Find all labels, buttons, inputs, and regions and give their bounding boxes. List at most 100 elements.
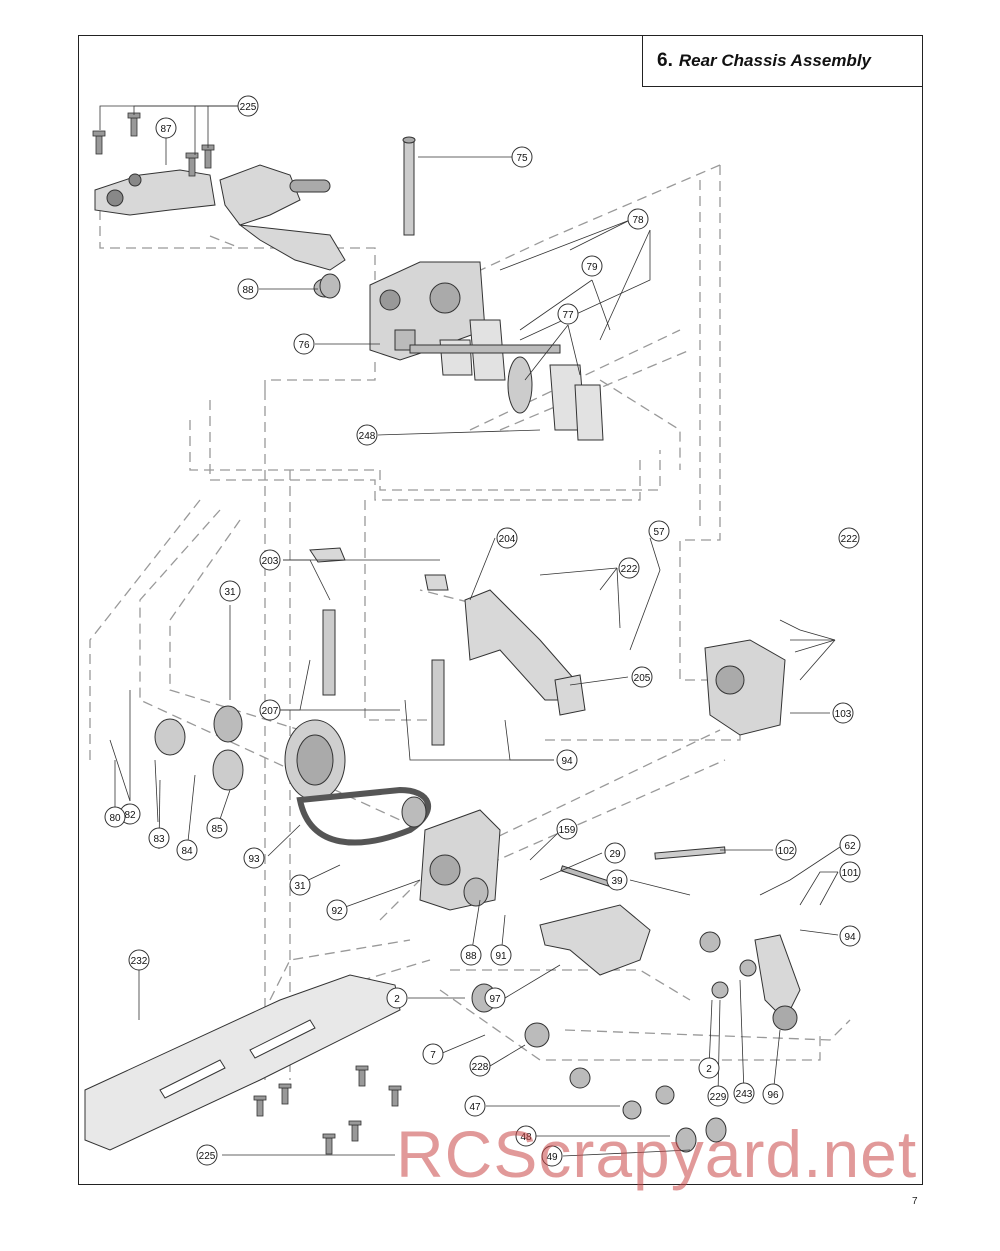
svg-text:97: 97 <box>489 994 501 1005</box>
callout: 87 <box>155 117 177 139</box>
callout: 48 <box>515 1125 537 1147</box>
callout: 47 <box>464 1095 486 1117</box>
svg-text:243: 243 <box>736 1089 753 1100</box>
svg-text:79: 79 <box>586 262 598 273</box>
chassis-plate-232 <box>84 974 401 1151</box>
svg-text:31: 31 <box>224 587 236 598</box>
upper-bulkhead <box>369 261 486 361</box>
callout: 203 <box>259 549 281 571</box>
spacer-plates <box>409 319 604 441</box>
svg-text:92: 92 <box>331 906 343 917</box>
svg-text:232: 232 <box>131 956 148 967</box>
bearing-88-top <box>319 273 341 299</box>
callout: 57 <box>648 520 670 542</box>
svg-text:229: 229 <box>710 1092 727 1103</box>
callout: 76 <box>293 333 315 355</box>
svg-text:87: 87 <box>160 124 172 135</box>
rear-arm-and-hub <box>539 846 801 1031</box>
svg-text:159: 159 <box>559 825 576 836</box>
svg-text:222: 222 <box>621 564 638 575</box>
rear-brace-group <box>309 547 586 746</box>
callout: 49 <box>541 1145 563 1167</box>
upper-arm-group <box>94 164 346 298</box>
svg-text:75: 75 <box>516 153 528 164</box>
screws-225-bottom <box>253 1065 402 1155</box>
callout: 85 <box>206 817 228 839</box>
callout: 96 <box>762 1083 784 1105</box>
callout: 91 <box>490 944 512 966</box>
svg-text:80: 80 <box>109 813 121 824</box>
callout: 222 <box>618 557 640 579</box>
leader-lines <box>99 105 841 1157</box>
svg-text:2: 2 <box>394 994 400 1005</box>
callout: 78 <box>627 208 649 230</box>
callout: 222 <box>838 527 860 549</box>
callout: 79 <box>581 255 603 277</box>
svg-text:83: 83 <box>153 834 165 845</box>
page-number: 7 <box>912 1196 918 1207</box>
svg-text:207: 207 <box>262 706 279 717</box>
svg-text:39: 39 <box>611 876 623 887</box>
callout: 7 <box>422 1043 444 1065</box>
section-title: Rear Chassis Assembly <box>678 50 871 70</box>
svg-text:31: 31 <box>294 881 306 892</box>
svg-text:102: 102 <box>778 846 795 857</box>
callout: 207 <box>259 699 281 721</box>
callout: 62 <box>839 834 861 856</box>
callout: 101 <box>839 861 861 883</box>
svg-text:222: 222 <box>841 534 858 545</box>
svg-text:85: 85 <box>211 824 223 835</box>
callout: 83 <box>148 827 170 849</box>
svg-text:77: 77 <box>562 310 574 321</box>
svg-text:62: 62 <box>844 841 856 852</box>
callout: 75 <box>511 146 533 168</box>
lower-bulkhead-92 <box>419 809 501 911</box>
svg-text:225: 225 <box>199 1151 216 1162</box>
callout: 93 <box>243 847 265 869</box>
svg-text:48: 48 <box>520 1132 532 1143</box>
svg-text:205: 205 <box>634 673 651 684</box>
svg-text:203: 203 <box>262 556 279 567</box>
svg-text:76: 76 <box>298 340 310 351</box>
section-title-box: 6. Rear Chassis Assembly <box>642 35 923 87</box>
callout: 204 <box>496 527 518 549</box>
svg-text:82: 82 <box>124 810 136 821</box>
callout: 88 <box>460 944 482 966</box>
callout: 92 <box>326 899 348 921</box>
callout: 248 <box>356 424 378 446</box>
svg-text:93: 93 <box>248 854 260 865</box>
svg-text:103: 103 <box>835 709 852 720</box>
screws-225-top <box>92 112 215 177</box>
callout: 80 <box>104 806 126 828</box>
svg-text:47: 47 <box>469 1102 481 1113</box>
svg-text:49: 49 <box>546 1152 558 1163</box>
callout: 84 <box>176 839 198 861</box>
page-frame <box>78 35 923 1185</box>
callout: 94 <box>556 749 578 771</box>
callout: 103 <box>832 702 854 724</box>
callout: 2 <box>698 1057 720 1079</box>
shaft-75 <box>402 136 416 236</box>
svg-text:94: 94 <box>561 756 573 767</box>
callout: 225 <box>196 1144 218 1166</box>
callout: 94 <box>839 925 861 947</box>
callout: 77 <box>557 303 579 325</box>
callout: 2 <box>386 987 408 1009</box>
callout: 102 <box>775 839 797 861</box>
callout: 232 <box>128 949 150 971</box>
callout: 205 <box>631 666 653 688</box>
svg-text:88: 88 <box>242 285 254 296</box>
svg-text:94: 94 <box>844 932 856 943</box>
differential-and-belt <box>154 705 432 846</box>
section-number: 6. <box>657 49 673 71</box>
svg-text:7: 7 <box>430 1050 436 1061</box>
svg-text:225: 225 <box>240 102 257 113</box>
callout: 229 <box>707 1085 729 1107</box>
callout: 29 <box>604 842 626 864</box>
svg-text:29: 29 <box>609 849 621 860</box>
svg-text:228: 228 <box>472 1062 489 1073</box>
callout: 39 <box>606 869 628 891</box>
svg-text:2: 2 <box>706 1064 712 1075</box>
small-parts-bottom <box>471 959 757 1153</box>
